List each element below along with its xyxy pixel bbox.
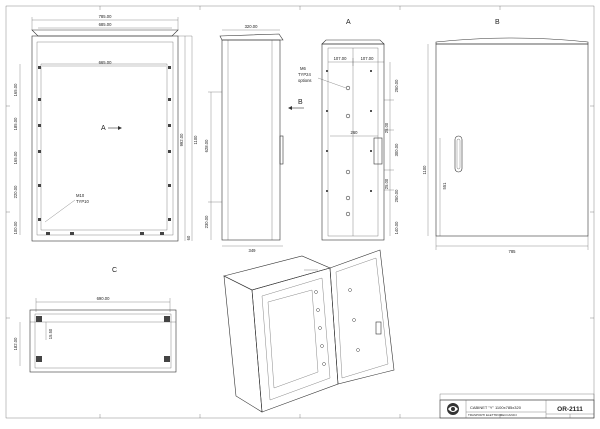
back-view: A 107.00 107.00 260 250. [298,19,399,241]
section-brackets [36,316,170,362]
side-handle [279,135,284,165]
door-roof [435,37,589,45]
dim-spacing-5: 100.00 [13,221,18,234]
door-handle [454,135,463,173]
dim-section-width: 690.00 [97,296,110,301]
back-note-line-2: TYP24 [298,72,311,77]
iso-front-opening [251,267,339,413]
dim-section-small: 15.50 [48,328,53,339]
dim-depth-top: 320.00 [245,24,258,29]
front-view: 785.00 685.00 665.00 1100 992.00 60 165.… [13,14,198,242]
dim-back-r1: 250.00 [394,79,399,92]
dim-back-r3: 300.00 [394,143,399,156]
dim-back-mid-width: 260 [351,130,359,135]
dim-side: 60 [186,235,191,240]
section-view: C 690.00 182.00 15.50 [13,267,177,373]
dim-height-low: 230.00 [204,215,209,228]
front-section-label: A [101,125,106,132]
dim-spacing-1: 165.00 [13,83,18,96]
front-body [31,35,179,242]
company-logo [447,403,459,415]
dim-door-height-outer: 1100 [422,165,427,175]
dim-overall-height: 1100 [193,135,198,145]
dim-inner-height: 992.00 [179,133,184,146]
dim-back-r6: 140.00 [394,221,399,234]
title-block: CABINET "Y" 1100x785x320 TRASPORTI ELETT… [439,393,595,419]
iso-lock [375,321,382,335]
front-roof [31,29,179,37]
side-view: 320.00 349 628.00 230.00 B [204,24,304,253]
dim-height-mid: 628.00 [204,139,209,152]
front-mounting-plate [40,63,168,231]
dim-door-height-inner: 551 [442,182,447,190]
dim-back-r4: 25.00 [384,178,389,189]
iso-open-door [329,249,395,385]
dim-inner-width: 685.00 [99,22,112,27]
dim-overall-width: 785.00 [99,14,112,19]
dim-door-width: 665.00 [99,60,112,65]
dim-back-r2: 25.00 [384,122,389,133]
side-arrow-label: B [298,99,303,106]
dim-back-r5: 250.00 [394,189,399,202]
side-body [221,39,281,241]
dim-spacing-3: 165.00 [13,151,18,164]
section-label: C [112,267,117,274]
dim-section-height: 182.00 [13,337,18,350]
dim-back-left-top: 107.00 [334,56,347,61]
back-note-line-3: options [298,78,312,83]
door-body [435,43,589,237]
back-lock [373,137,383,165]
section-body [29,309,177,373]
back-note-line-1: M6 [300,66,306,71]
dim-back-right-top: 107.00 [361,56,374,61]
back-holes [345,85,351,217]
dim-depth-bottom: 349 [249,248,257,253]
door-view-label: B [495,19,500,26]
drawing-code: OR-2111 [557,406,583,413]
front-note-line-2: TYP10 [76,199,89,204]
door-view: B 1100 551 785 [422,19,589,254]
dim-spacing-4: 220.00 [13,185,18,198]
front-holes [38,66,171,235]
front-note-line-1: M10 [76,193,85,198]
back-body [321,43,385,241]
back-slots [326,70,372,192]
border-ticks [6,6,594,418]
dim-door-width: 785 [509,249,517,254]
dim-spacing-2: 185.00 [13,117,18,130]
back-section-label: A [346,19,351,26]
title-subtitle: TRASPORTI ELETTROMECCANICI [468,413,517,417]
title-description: CABINET "Y" 1100x785x320 [470,405,522,410]
isometric-view [223,249,395,413]
